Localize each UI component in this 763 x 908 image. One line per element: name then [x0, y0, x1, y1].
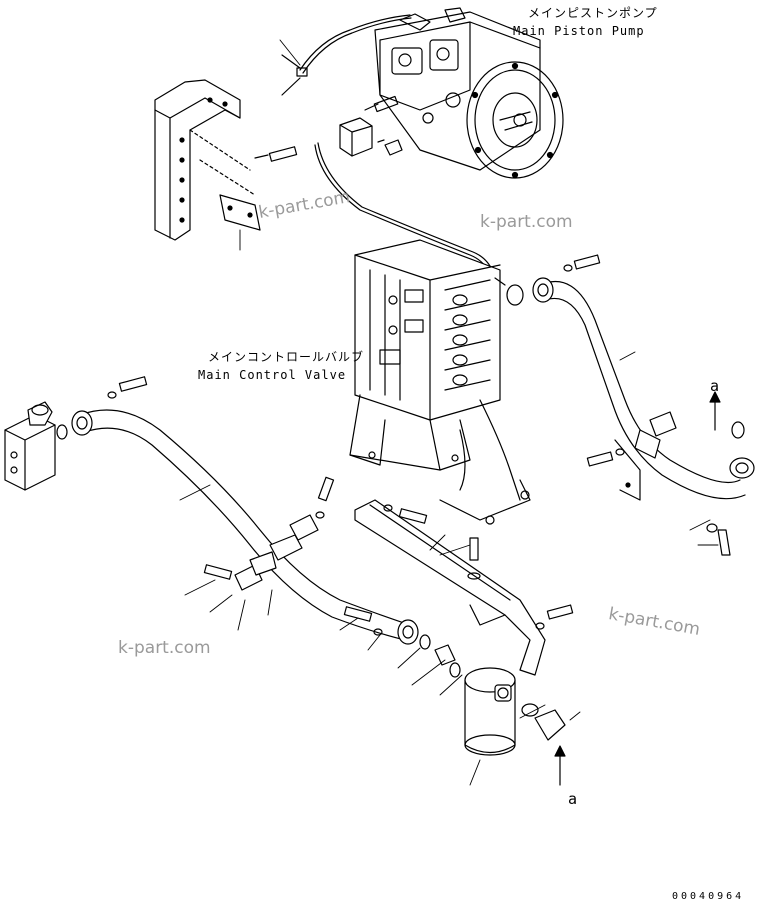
o-ring: [506, 284, 524, 306]
left-pressure-pipe: [71, 376, 419, 645]
return-pipe-right: [532, 254, 755, 556]
mounting-bracket: [154, 79, 261, 241]
pressure-sensor-block: [254, 95, 403, 162]
reference-mark-a: a: [710, 377, 720, 395]
reference-mark-a: a: [568, 790, 578, 808]
main-control-valve: [349, 239, 501, 471]
watermark: k-part.com: [480, 212, 573, 232]
manifold-block: [4, 401, 68, 491]
valve-label-en: Main Control Valve: [198, 368, 347, 382]
drain-hose: [439, 399, 531, 525]
filter-bracket: [354, 499, 574, 676]
watermark: k-part.com: [118, 638, 211, 658]
drawing-code: 00040964: [672, 891, 745, 902]
line-filter: [419, 634, 566, 786]
leader-lines: [179, 39, 719, 786]
pump-pilot-hose: [281, 14, 412, 96]
pump-label-en: Main Piston Pump: [513, 24, 645, 38]
pump-label-jp: メインピストンポンプ: [528, 6, 658, 20]
main-piston-pump: [374, 7, 564, 179]
valve-label-jp: メインコントロールバルブ: [208, 350, 365, 364]
